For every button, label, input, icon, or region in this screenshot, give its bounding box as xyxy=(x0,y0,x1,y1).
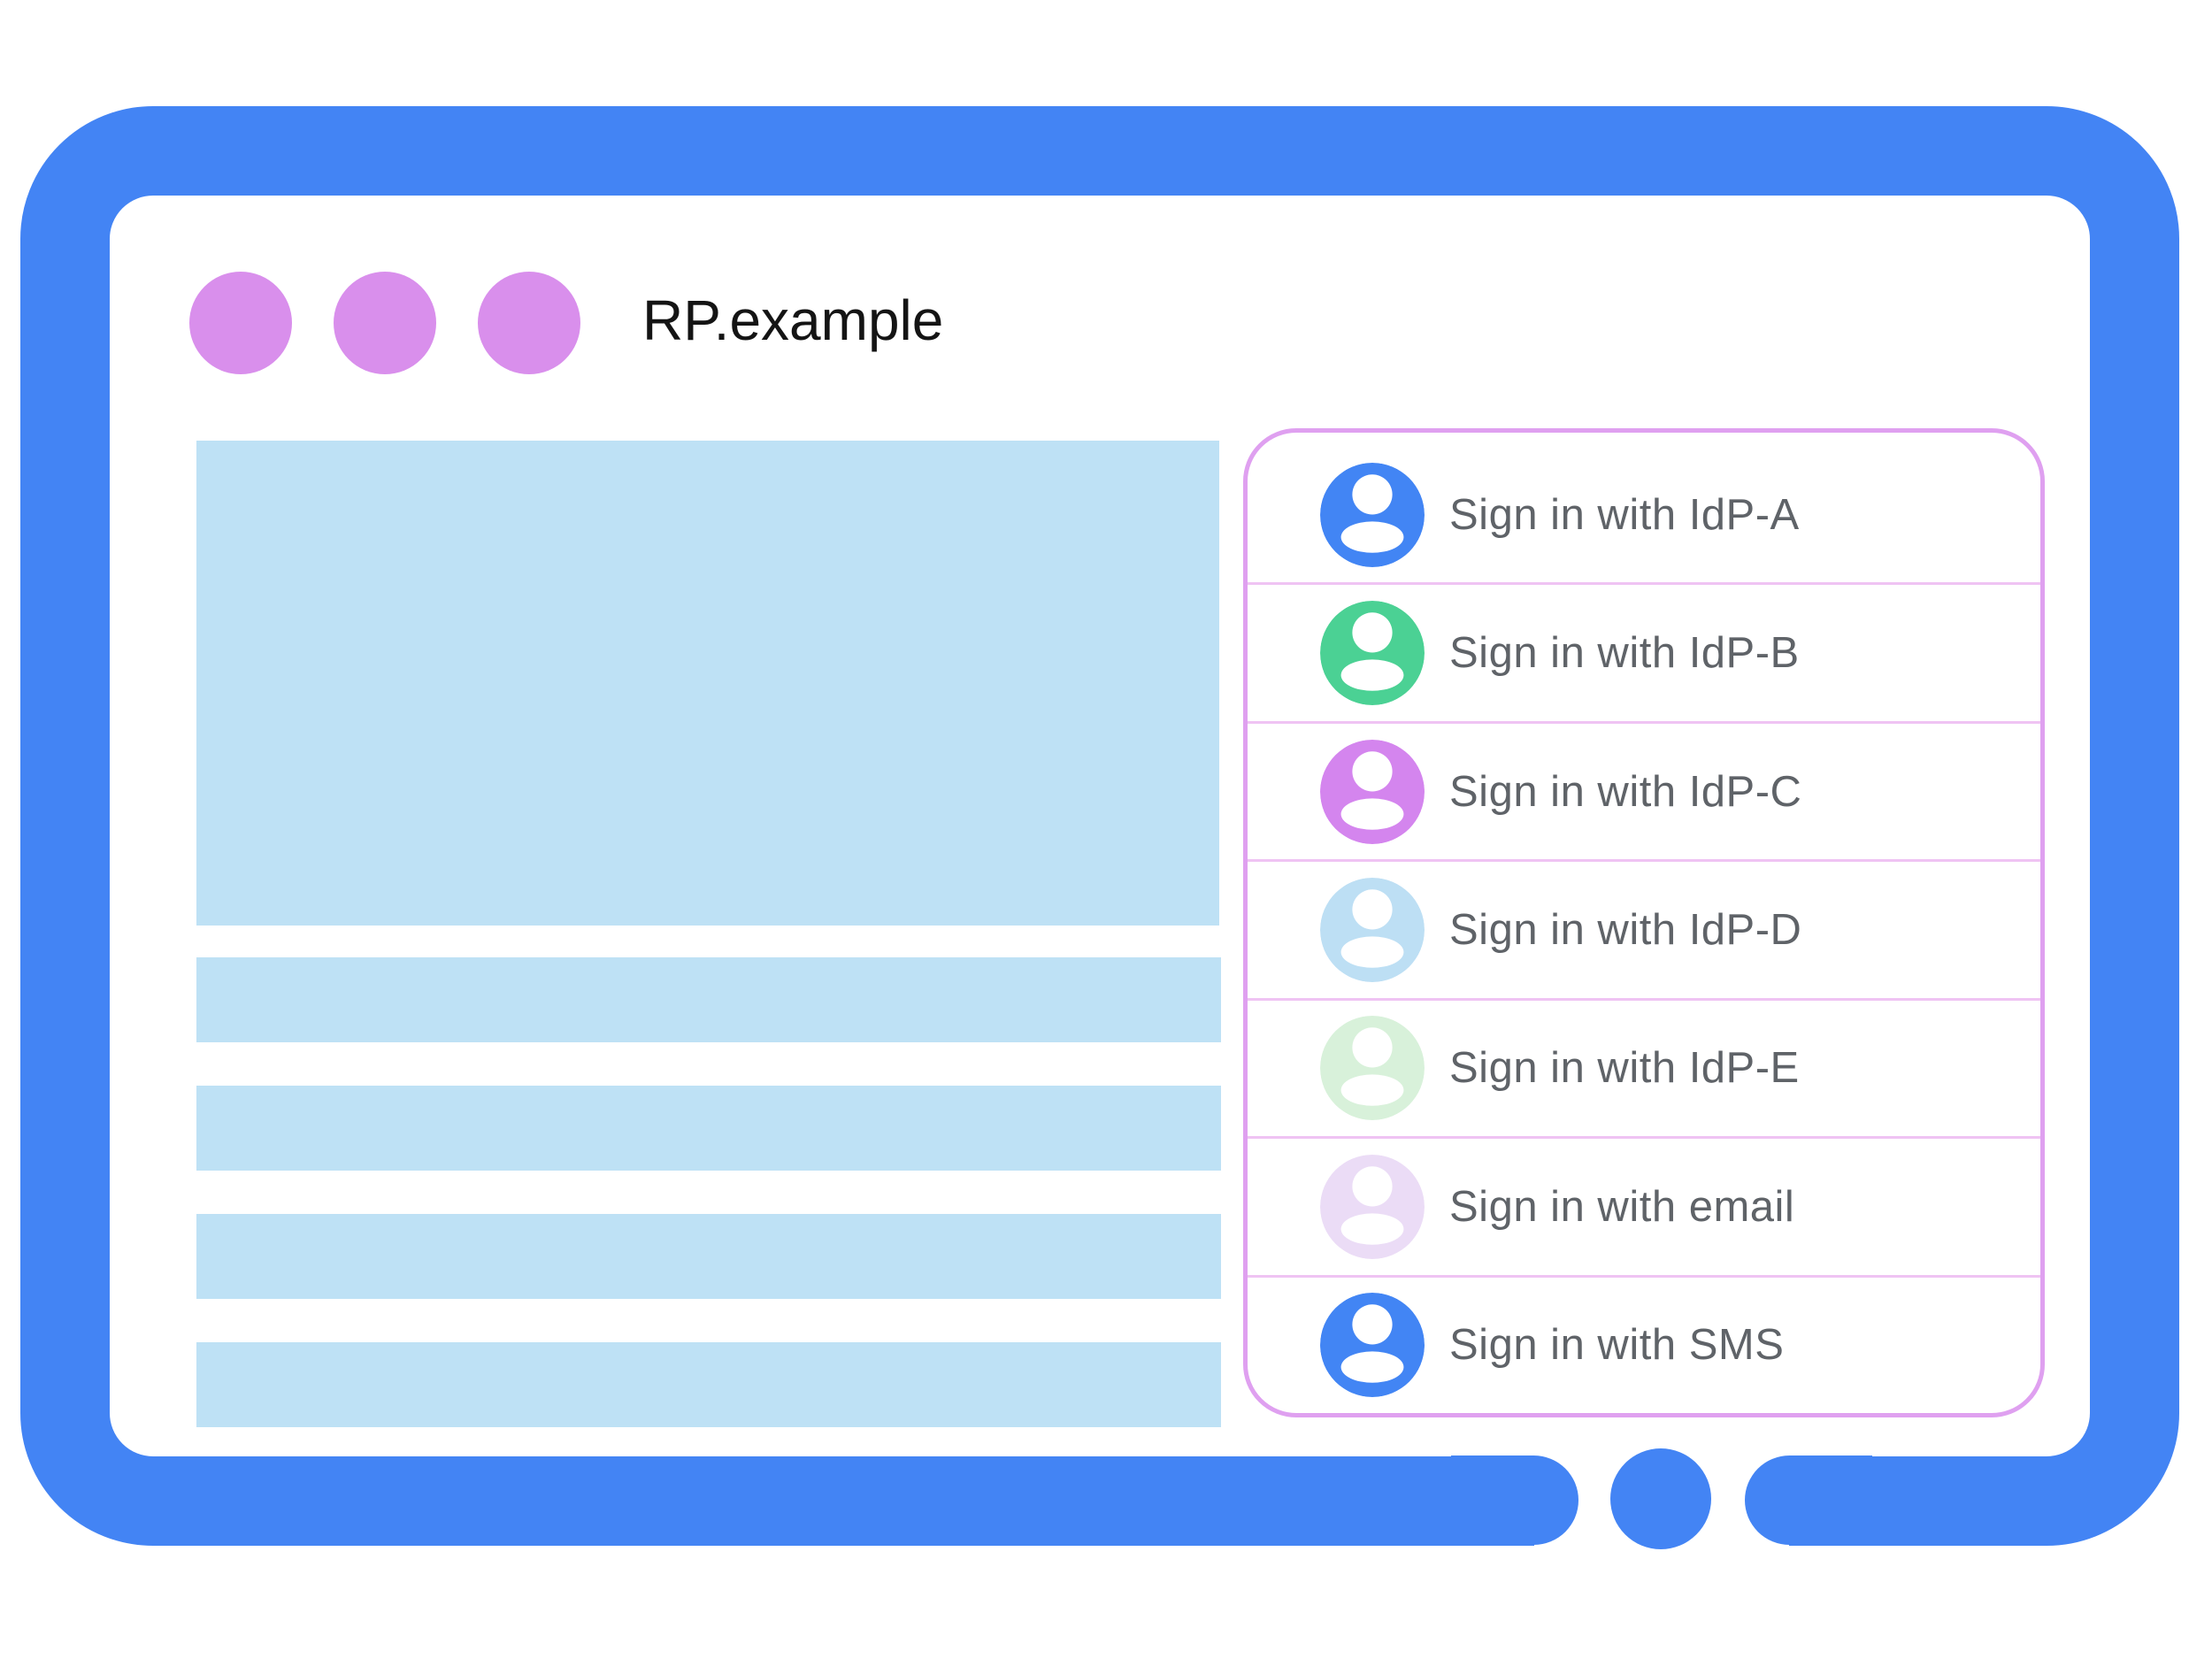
content-placeholder-bar xyxy=(196,957,1221,1042)
signin-option-idp-d[interactable]: Sign in with IdP-D xyxy=(1248,859,2040,997)
signin-option-idp-e[interactable]: Sign in with IdP-E xyxy=(1248,997,2040,1136)
signin-option-idp-b[interactable]: Sign in with IdP-B xyxy=(1248,582,2040,720)
signin-option-label: Sign in with SMS xyxy=(1449,1321,1785,1370)
content-placeholder-hero xyxy=(196,441,1219,926)
window-control-dot-icon[interactable] xyxy=(189,272,292,374)
avatar-icon xyxy=(1320,877,1425,982)
signin-option-label: Sign in with IdP-D xyxy=(1449,905,1802,954)
avatar-icon xyxy=(1320,601,1425,706)
content-placeholder-bar xyxy=(196,1342,1221,1427)
signin-option-idp-a[interactable]: Sign in with IdP-A xyxy=(1248,447,2040,582)
signin-option-label: Sign in with IdP-C xyxy=(1449,767,1802,816)
signin-option-email[interactable]: Sign in with email xyxy=(1248,1136,2040,1274)
avatar-icon xyxy=(1320,1293,1425,1398)
avatar-icon xyxy=(1320,1154,1425,1259)
bottom-bar-left-cap xyxy=(1451,1455,1578,1545)
signin-option-label: Sign in with IdP-A xyxy=(1449,490,1800,539)
signin-option-sms[interactable]: Sign in with SMS xyxy=(1248,1274,2040,1413)
signin-dialog: Sign in with IdP-A Sign in with IdP-B xyxy=(1243,428,2045,1417)
signin-option-label: Sign in with IdP-E xyxy=(1449,1044,1800,1093)
home-button[interactable] xyxy=(1610,1448,1711,1549)
avatar-icon xyxy=(1320,1016,1425,1121)
signin-option-idp-c[interactable]: Sign in with IdP-C xyxy=(1248,720,2040,859)
window-control-dot-icon[interactable] xyxy=(334,272,436,374)
signin-option-label: Sign in with IdP-B xyxy=(1449,629,1800,678)
content-placeholder-bar xyxy=(196,1086,1221,1171)
content-placeholder-bar xyxy=(196,1214,1221,1299)
bottom-bar-right-cap xyxy=(1745,1455,1872,1545)
avatar-icon xyxy=(1320,739,1425,844)
signin-option-label: Sign in with email xyxy=(1449,1182,1795,1231)
site-title: RP.example xyxy=(642,288,944,352)
avatar-icon xyxy=(1320,462,1425,567)
window-control-dot-icon[interactable] xyxy=(478,272,580,374)
